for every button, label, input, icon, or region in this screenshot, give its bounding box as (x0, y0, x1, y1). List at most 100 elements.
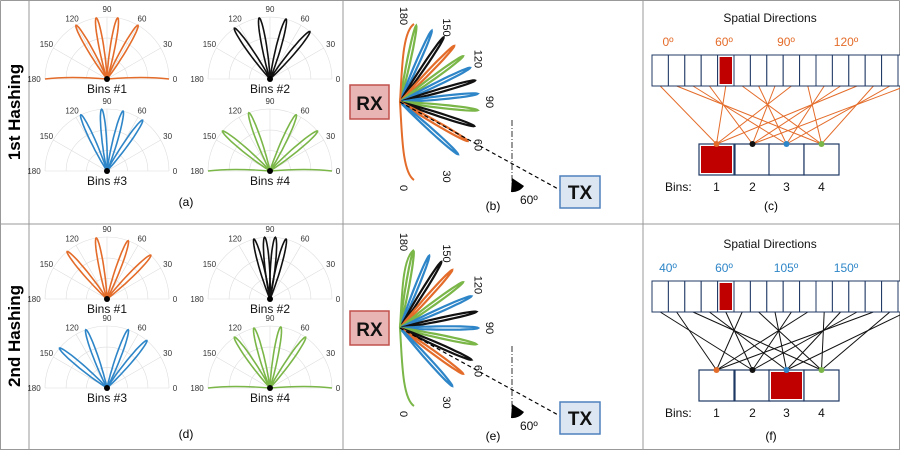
polar-tick-label: 0 (173, 75, 178, 84)
direction-label: 60º (715, 261, 733, 275)
array-tick-label: 180 (397, 233, 409, 251)
bins-label: Bins: (665, 180, 692, 194)
polar-origin-dot (267, 168, 273, 174)
hash-connection-line (716, 85, 792, 145)
grid-spoke (269, 356, 324, 389)
polar-origin-dot (104, 168, 110, 174)
polar-grid (207, 236, 333, 300)
direction-label: 0º (662, 35, 674, 49)
hash-connection-line (758, 85, 787, 145)
array-beam (399, 101, 460, 156)
hash-connection-line (708, 85, 753, 145)
polar-tick-label: 90 (266, 5, 275, 14)
row-label-2: 2nd Hashing (5, 285, 24, 387)
polar-tick-label: 90 (266, 97, 275, 106)
grid-spoke (216, 47, 271, 80)
caption-f: (f) (765, 429, 776, 443)
polar-plot-title: Bins #4 (250, 174, 290, 188)
signal-path-line (399, 101, 561, 191)
hash-connection-line (716, 311, 874, 371)
polar-tick-label: 30 (326, 132, 335, 141)
polar-tick-label: 150 (203, 349, 217, 358)
grid-spoke (269, 47, 324, 80)
active-bin-cell (701, 146, 732, 173)
hash-connection-line (752, 85, 841, 145)
polar-tick-label: 0 (336, 295, 341, 304)
polar-tick-label: 180 (27, 75, 41, 84)
hash-connection-line (716, 85, 858, 145)
signal-path-line (399, 327, 561, 417)
polar-grid (207, 108, 333, 172)
polar-tick-label: 90 (103, 314, 112, 323)
direction-cell (897, 54, 900, 87)
direction-cell (897, 280, 900, 313)
array-tick-label: 90 (483, 322, 495, 334)
side-lobe (207, 385, 271, 389)
grid-spoke (106, 356, 161, 389)
array-tick-label: 0 (397, 411, 409, 417)
polar-grid (44, 325, 170, 389)
polar-tick-label: 120 (228, 14, 242, 23)
beam-lobe (79, 113, 108, 172)
direction-cell (684, 54, 702, 87)
direction-cell (651, 280, 669, 313)
side-lobe (269, 168, 333, 172)
polar-plot-title: Bins #3 (87, 391, 127, 405)
polar-tick-label: 180 (27, 384, 41, 393)
polar-plot-title: Bins #2 (250, 82, 290, 96)
direction-label: 60º (715, 35, 733, 49)
polar-origin-dot (267, 76, 273, 82)
grid-spoke (269, 245, 302, 300)
active-direction-cell (719, 57, 732, 84)
tx-box (559, 401, 601, 435)
polar-tick-label: 30 (326, 349, 335, 358)
beam-lobe (269, 113, 298, 172)
polar-origin-dot (104, 296, 110, 302)
direction-cell (667, 54, 686, 87)
direction-cell (733, 54, 751, 87)
hash-connection-line (709, 311, 787, 371)
beam-lobe (106, 339, 148, 389)
direction-cell (815, 54, 833, 87)
polar-tick-label: 180 (190, 295, 204, 304)
side-lobe (44, 76, 108, 80)
beam-lobe (106, 110, 125, 172)
polar-tick-label: 60 (301, 323, 310, 332)
hash-connection-line (786, 85, 825, 145)
bin-cell (768, 143, 805, 176)
hash-connection-line (807, 85, 822, 145)
array-beam (399, 268, 454, 329)
array-tick-label: 30 (440, 170, 452, 182)
direction-cell (684, 280, 702, 313)
caption-c: (c) (764, 199, 778, 213)
polar-tick-label: 90 (103, 225, 112, 234)
polar-tick-label: 0 (173, 295, 178, 304)
direction-cell (733, 280, 751, 313)
direction-cell (700, 54, 719, 87)
bin-cell (698, 369, 735, 402)
edge-lobe (399, 23, 415, 103)
polar-tick-label: 150 (40, 260, 54, 269)
beam-lobe (257, 16, 271, 80)
bins-label: Bins: (665, 406, 692, 420)
bin-junction-dot (783, 141, 790, 147)
grid-spoke (53, 47, 108, 80)
bin-number: 2 (749, 180, 756, 194)
hash-connection-line (786, 314, 900, 371)
polar-tick-label: 30 (326, 260, 335, 269)
direction-cell (799, 280, 817, 313)
edge-lobe (399, 249, 415, 329)
grid-spoke (106, 25, 139, 80)
beam-lobe (269, 30, 311, 80)
array-beam (399, 310, 479, 330)
polar-tick-label: 30 (163, 132, 172, 141)
spatial-directions-title: Spatial Directions (723, 237, 816, 251)
polar-tick-label: 60 (301, 234, 310, 243)
grid-spoke (53, 267, 108, 300)
beam-lobe (99, 108, 108, 172)
array-tick-label: 60 (472, 139, 484, 151)
